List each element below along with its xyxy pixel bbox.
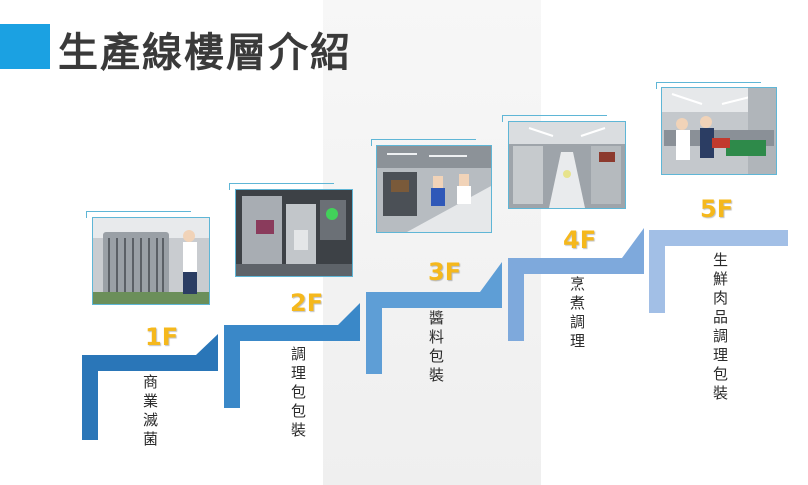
step-5f (649, 230, 788, 313)
floor-desc-4f: 烹煮調理 (568, 276, 586, 352)
photo-frame-1f (86, 211, 191, 218)
photo-frame-4f (502, 115, 607, 122)
floor-desc-1f: 商業滅菌 (141, 374, 159, 450)
floor-label-4f: 4F (563, 226, 597, 254)
sauce-packaging-photo (376, 145, 492, 233)
cooking-photo (508, 121, 626, 209)
photo-frame-3f (371, 139, 476, 146)
step-4f (508, 228, 644, 341)
retort-pouch-photo (235, 189, 353, 277)
floor-desc-5f: 生鮮肉品調理包裝 (711, 252, 729, 404)
floor-label-1f: 1F (145, 323, 179, 351)
photo-frame-2f (229, 183, 334, 190)
step-3f (366, 262, 502, 374)
photo-frame-5f (656, 82, 761, 89)
background-panel (323, 0, 541, 485)
floor-label-3f: 3F (428, 258, 462, 286)
floor-label-2f: 2F (290, 289, 324, 317)
step-1f (82, 334, 218, 440)
floor-desc-3f: 醬料包裝 (427, 310, 445, 386)
sterilization-photo (92, 217, 210, 305)
floor-desc-2f: 調理包包裝 (289, 346, 307, 441)
page-title: 生產線樓層介紹 (58, 30, 352, 76)
floor-label-5f: 5F (700, 195, 734, 223)
step-2f (224, 303, 360, 408)
fresh-meat-photo (661, 87, 777, 175)
title-accent-square (0, 24, 50, 69)
